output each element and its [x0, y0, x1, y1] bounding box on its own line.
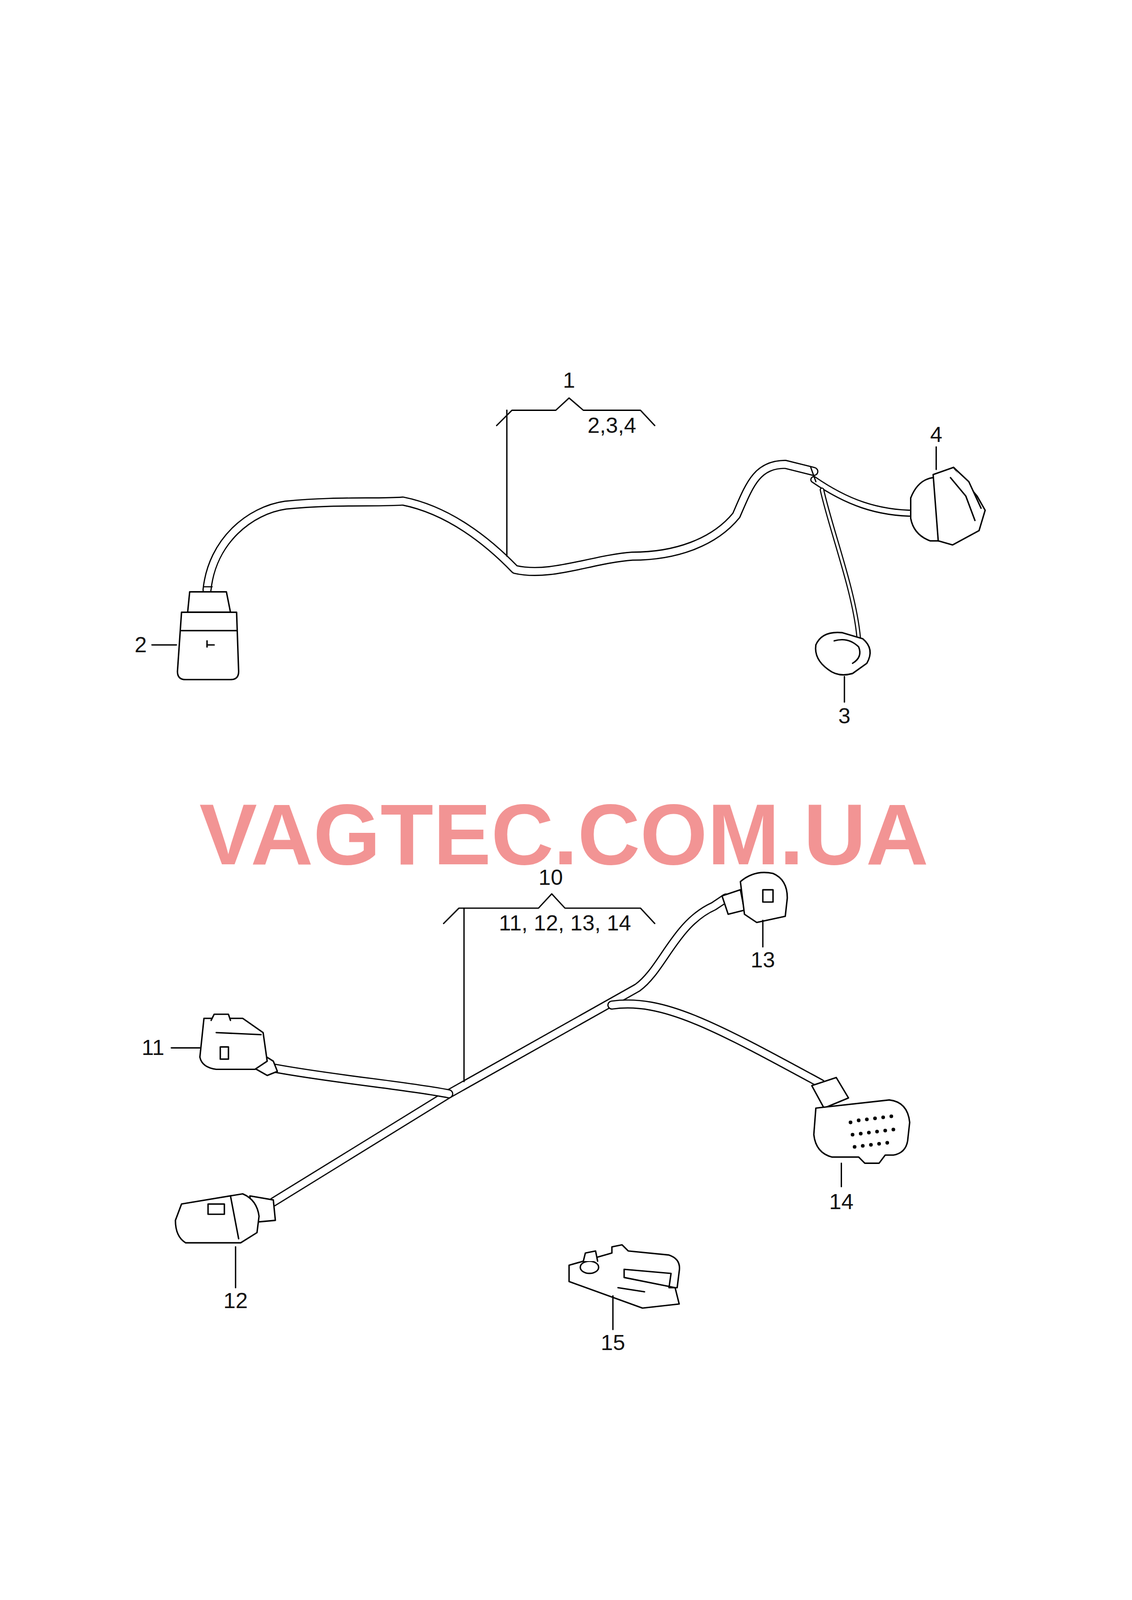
- connector: [199, 1013, 278, 1076]
- connector: [815, 632, 871, 675]
- callout-number: 14: [829, 1190, 854, 1213]
- callout-number: 13: [750, 948, 776, 971]
- connector: [811, 1076, 910, 1163]
- wiring-harness: [273, 897, 821, 1202]
- leader-line: [151, 446, 936, 1329]
- bracket-line: [443, 893, 655, 1082]
- wiring-harness: [203, 464, 916, 638]
- callout-number: 11, 12, 13, 14: [498, 911, 631, 934]
- holder-bracket: [568, 1244, 680, 1308]
- connector: [722, 872, 788, 923]
- callout-number: 2,3,4: [587, 414, 637, 437]
- callout-number: 2: [134, 633, 147, 656]
- callout-number: 12: [223, 1289, 248, 1312]
- connector: [175, 1193, 276, 1242]
- callout-number: 11: [141, 1036, 165, 1059]
- bracket-line: [496, 398, 655, 557]
- callout-number: 10: [538, 866, 563, 889]
- callout-number: 15: [600, 1331, 626, 1354]
- watermark: VAGTEC.COM.UA: [199, 790, 929, 878]
- callout-number: 3: [838, 704, 851, 727]
- connector: [910, 467, 986, 545]
- callout-number: 4: [930, 423, 943, 446]
- connector: [177, 591, 239, 680]
- callout-number: 1: [563, 369, 576, 392]
